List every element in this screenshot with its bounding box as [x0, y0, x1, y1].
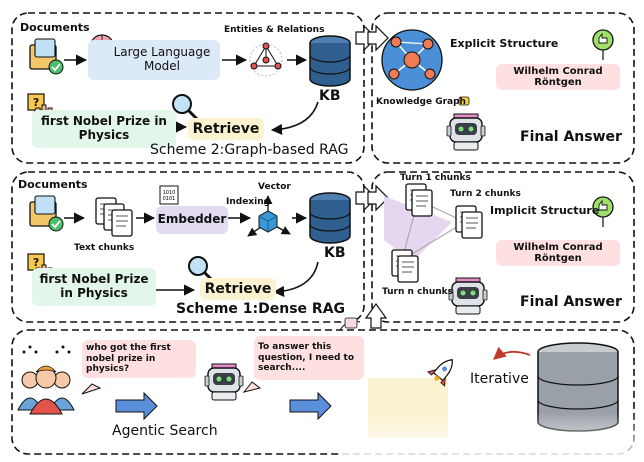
retrieve-box: Retrieve [200, 278, 276, 300]
dense-result-frame [371, 171, 635, 323]
scheme1-title: Scheme 1:Dense RAG [176, 301, 346, 317]
question-text: who got the first nobel prize in physics… [86, 343, 171, 375]
explicit-structure-label: Explicit Structure [450, 37, 559, 50]
implicit-structure-label: Implicit Structure [490, 204, 600, 217]
embedder-box: Embedder [156, 206, 228, 234]
answer-text: Wilhelm Conrad Röntgen [513, 65, 603, 89]
transition-arrow-up [364, 302, 388, 329]
sparkle-icon [22, 345, 71, 354]
kb-label: KB [324, 245, 346, 261]
robot-icon [204, 363, 244, 401]
text-chunks-label: Text chunks [74, 243, 135, 253]
question-bubble: who got the first nobel prize in physics… [82, 340, 196, 378]
answer-text: Wilhelm Conrad Röntgen [513, 241, 603, 265]
database-icon [537, 342, 619, 432]
iterative-label: Iterative [470, 371, 529, 387]
llm-label: Large Language Model [113, 45, 211, 73]
chunk-document-icon [455, 205, 483, 239]
entities-label: Entities & Relations [224, 25, 325, 35]
transition-arrow-mid [355, 184, 389, 212]
flow-arrow-icon [115, 391, 158, 421]
answer-box: Wilhelm Conrad Röntgen [496, 240, 620, 266]
text-chunks-icon [95, 197, 133, 237]
embedder-icon: 1010 0101 [159, 185, 179, 205]
flow-arrow-icon [289, 391, 332, 421]
query-box: first Nobel Prize in Physics [32, 110, 176, 148]
rocket-icon [426, 359, 453, 387]
thought-bubble: To answer this question, I need to searc… [254, 336, 364, 380]
knowledge-graph-icon [381, 29, 443, 91]
agentic-search-frame [11, 329, 635, 455]
final-answer-label: Final Answer [520, 294, 622, 310]
database-icon [309, 192, 351, 244]
robot-icon [446, 113, 486, 151]
vector-label: Vector [258, 182, 291, 192]
vector-cube-icon [247, 195, 291, 237]
thought-bubble-icon [344, 317, 358, 329]
thought-text: To answer this question, I need to searc… [258, 342, 354, 374]
magnifier-icon [171, 93, 200, 122]
thumbs-up-icon [592, 29, 614, 61]
query-text: first Nobel Prize in Physics [41, 114, 167, 142]
llm-box: Large Language Model [88, 40, 220, 80]
graph-nodes-icon [249, 42, 283, 77]
document-check-icon [29, 195, 64, 232]
query-text: first Nobel Prize in Physics [39, 272, 149, 300]
documents-label: Documents [20, 21, 90, 34]
svg-text:1010: 1010 [163, 190, 176, 196]
documents-label: Documents [18, 178, 88, 191]
robot-icon [448, 277, 488, 315]
answer-box: Wilhelm Conrad Röntgen [496, 64, 620, 90]
kb-label: KB [319, 88, 341, 104]
document-check-icon [29, 38, 64, 75]
database-icon [309, 35, 351, 87]
transition-arrow-top [355, 24, 389, 52]
knowledge-graph-label: Knowledge Graph [376, 97, 466, 107]
scheme2-frame [11, 12, 365, 164]
turnn-label: Turn n chunks [382, 287, 453, 297]
scheme1-frame [11, 171, 365, 323]
implicit-structure-region [384, 196, 452, 262]
embedder-label: Embedder [157, 212, 227, 227]
final-answer-label: Final Answer [520, 129, 622, 145]
retrieve-label: Retrieve [192, 120, 260, 137]
agentic-search-label: Agentic Search [112, 423, 218, 439]
retrieve-box: Retrieve [188, 118, 264, 140]
query-box: first Nobel Prize in Physics [32, 268, 156, 306]
svg-text:0101: 0101 [163, 196, 176, 202]
turn1-label: Turn 1 chunks [400, 173, 471, 183]
retrieve-label: Retrieve [204, 280, 272, 297]
people-icon [17, 365, 75, 415]
indexing-label: Indexing [226, 197, 271, 207]
turn2-label: Turn 2 chunks [450, 189, 521, 199]
scheme2-title: Scheme 2:Graph-based RAG [150, 142, 349, 158]
graph-result-frame [371, 12, 635, 164]
